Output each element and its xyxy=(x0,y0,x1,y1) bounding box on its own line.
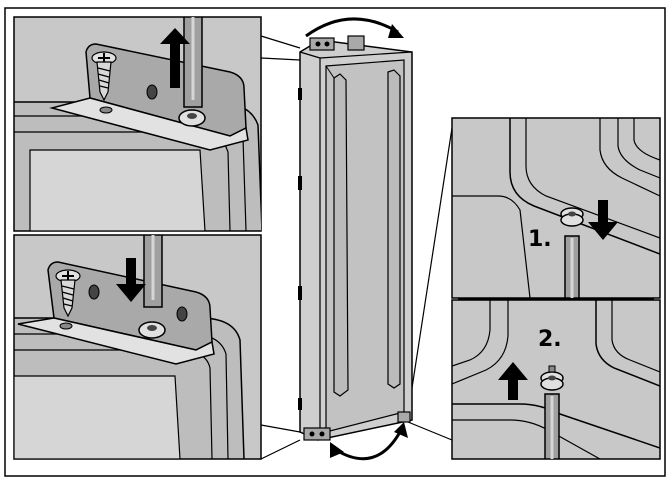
bracket xyxy=(47,261,213,351)
bracket-hole xyxy=(146,84,158,100)
connector-lines xyxy=(260,35,453,460)
bracket xyxy=(85,43,247,137)
bracket-hole xyxy=(176,306,188,322)
screw-icon xyxy=(91,51,117,102)
panel-bottom-right: 2. xyxy=(451,299,661,460)
step-label-2: 2. xyxy=(538,327,562,352)
panel-top-right: 1. xyxy=(451,117,661,299)
arrow-down-icon xyxy=(588,200,618,240)
rotate-arrow-bottom-icon xyxy=(330,422,408,461)
screw-icon xyxy=(55,269,81,318)
door xyxy=(298,35,413,441)
bracket-hole xyxy=(88,284,100,300)
arrow-up-icon xyxy=(160,28,190,88)
panel-bottom-left xyxy=(13,234,262,460)
arrow-up-icon xyxy=(498,362,528,400)
panel-top-left xyxy=(13,16,262,232)
step-label-1: 1. xyxy=(528,227,552,252)
arrow-down-icon xyxy=(116,258,146,302)
rotate-arrow-top-icon xyxy=(305,17,404,38)
